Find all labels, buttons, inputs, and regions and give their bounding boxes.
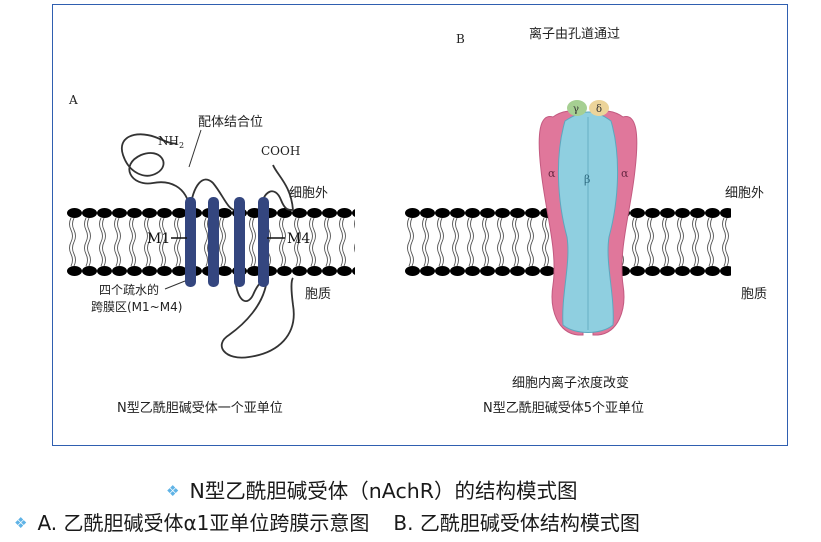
hydrophobic-label-1: 四个疏水的 — [99, 282, 159, 297]
ion-change-label: 细胞内离子浓度改变 — [512, 375, 629, 391]
gamma-label: γ — [573, 104, 579, 115]
panel-b: γ δ α α β B 离子由孔道通过 细胞外 胞质 细胞内离子浓度改变 N型乙… — [405, 26, 767, 416]
panel-a: A 配体结合位 NH2 COOH 细胞外 胞质 M1 M4 四个疏水的 跨膜区(… — [67, 93, 355, 416]
helix-m3 — [234, 197, 245, 287]
panel-a-letter: A — [68, 93, 78, 107]
ion-pass-label: 离子由孔道通过 — [529, 26, 620, 42]
helix-m4 — [258, 197, 269, 287]
alpha-label-left: α — [548, 167, 556, 180]
beta-label: β — [584, 173, 590, 186]
cytoplasm-label-b: 胞质 — [741, 287, 767, 302]
hydrophobic-pointer — [164, 280, 186, 290]
m4-label: M4 — [287, 231, 310, 247]
panel-b-caption: N型乙酰胆碱受体5个亚单位 — [483, 401, 644, 416]
n-terminal-loop — [120, 133, 191, 211]
delta-label: δ — [596, 104, 602, 115]
c-terminal-loop — [259, 164, 294, 211]
extracellular-label-b: 细胞外 — [725, 186, 764, 201]
figure-title-text: N型乙酰胆碱受体（nAchR）的结构模式图 — [189, 479, 578, 503]
figure-svg: A 配体结合位 NH2 COOH 细胞外 胞质 M1 M4 四个疏水的 跨膜区(… — [67, 26, 767, 416]
nh2-label: NH2 — [158, 134, 184, 150]
delta-subunit — [589, 100, 609, 116]
figure-title: ❖ N型乙酰胆碱受体（nAchR）的结构模式图 — [0, 474, 821, 504]
helix-m1 — [185, 197, 196, 287]
diamond-bullet-icon: ❖ — [14, 514, 28, 532]
receptor-channel: γ δ α α β — [538, 100, 638, 336]
subtitle-a: A. 乙酰胆碱受体α1亚单位跨膜示意图 — [37, 511, 370, 535]
cytoplasm-label-a: 胞质 — [305, 287, 331, 302]
diamond-bullet-icon: ❖ — [166, 482, 180, 500]
intracellular-loop — [221, 277, 295, 359]
helix-m2 — [208, 197, 219, 287]
panel-b-letter: B — [456, 32, 465, 46]
subtitle-b: B. 乙酰胆碱受体结构模式图 — [393, 511, 640, 535]
extracellular-label-a: 细胞外 — [289, 186, 328, 201]
figure-frame: A 配体结合位 NH2 COOH 细胞外 胞质 M1 M4 四个疏水的 跨膜区(… — [52, 4, 788, 446]
cooh-label: COOH — [261, 144, 300, 158]
ligand-site-pointer — [188, 129, 202, 168]
panel-a-caption: N型乙酰胆碱受体一个亚单位 — [117, 401, 283, 416]
hydrophobic-label-2: 跨膜区(M1~M4) — [91, 300, 182, 314]
figure-subtitles: ❖ A. 乙酰胆碱受体α1亚单位跨膜示意图 B. 乙酰胆碱受体结构模式图 — [0, 507, 821, 536]
extracellular-loop — [189, 178, 236, 211]
m1-label: M1 — [147, 231, 170, 247]
alpha-label-right: α — [621, 167, 629, 180]
ligand-site-label: 配体结合位 — [198, 115, 263, 130]
gamma-subunit — [567, 100, 587, 116]
